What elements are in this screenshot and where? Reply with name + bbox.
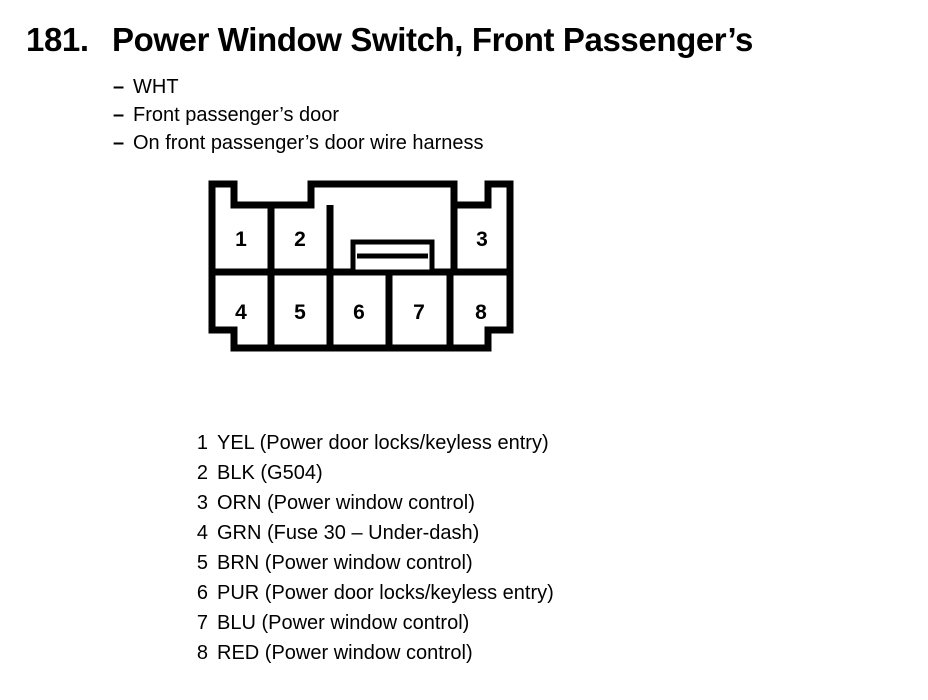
page-title: 181. Power Window Switch, Front Passenger… [26,20,753,60]
attribute-item-harness: –On front passenger’s door wire harness [113,129,484,157]
attribute-text: On front passenger’s door wire harness [133,132,484,154]
legend-row: 6 PUR (Power door locks/keyless entry) [186,578,554,608]
legend-pin-number: 6 [196,582,208,604]
legend-row: 2 BLK (G504) [186,458,554,488]
attribute-text: WHT [133,76,179,98]
legend-pin-text: YEL (Power door locks/keyless entry) [217,432,549,454]
legend-pin-text: BRN (Power window control) [217,552,473,574]
pin-label-1: 1 [235,228,247,251]
page-title-text: Power Window Switch, Front Passenger’s [112,21,753,58]
legend-row: 4 GRN (Fuse 30 – Under-dash) [186,518,554,548]
attribute-item-wire-color: –WHT [113,73,484,101]
legend-row: 5 BRN (Power window control) [186,548,554,578]
legend-pin-text: GRN (Fuse 30 – Under-dash) [217,522,480,544]
legend-pin-text: BLU (Power window control) [217,612,470,634]
attribute-text: Front passenger’s door [133,104,340,126]
attribute-list: –WHT –Front passenger’s door –On front p… [113,73,484,157]
legend-pin-number: 5 [196,552,208,574]
page-title-number: 181. [26,21,89,58]
connector-svg: 1 2 3 4 5 6 7 8 [208,180,514,352]
attribute-item-location: –Front passenger’s door [113,101,484,129]
legend-pin-text: BLK (G504) [217,462,323,484]
legend-pin-number: 3 [196,492,208,514]
legend-row: 7 BLU (Power window control) [186,608,554,638]
legend-row: 8 RED (Power window control) [186,638,554,668]
dash-bullet-icon: – [113,104,125,126]
legend-pin-text: PUR (Power door locks/keyless entry) [217,582,554,604]
legend-pin-text: ORN (Power window control) [217,492,475,514]
legend-pin-number: 8 [196,642,208,664]
pin-label-2: 2 [294,228,306,251]
pin-label-4: 4 [235,301,247,324]
legend-row: 1 YEL (Power door locks/keyless entry) [186,428,554,458]
legend-pin-number: 1 [196,432,208,454]
latch-tab-icon [350,239,435,275]
pin-label-8: 8 [475,301,487,324]
pin-label-7: 7 [413,301,425,324]
legend-pin-number: 7 [196,612,208,634]
pin-label-6: 6 [353,301,365,324]
dash-bullet-icon: – [113,132,125,154]
legend-pin-text: RED (Power window control) [217,642,473,664]
legend-row: 3 ORN (Power window control) [186,488,554,518]
legend-pin-number: 2 [196,462,208,484]
dash-bullet-icon: – [113,76,125,98]
connector-diagram: 1 2 3 4 5 6 7 8 [205,180,517,352]
pin-label-5: 5 [294,301,306,324]
pin-label-3: 3 [476,228,488,251]
legend-pin-number: 4 [196,522,208,544]
